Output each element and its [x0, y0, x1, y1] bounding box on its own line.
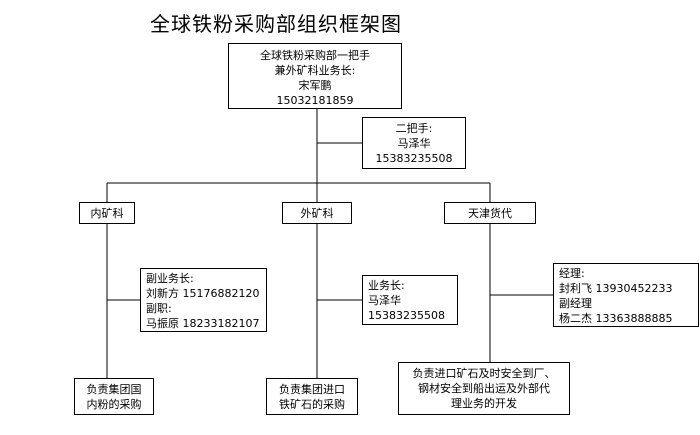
page-title: 全球铁粉采购部组织框架图: [150, 12, 402, 36]
head-line: 兼外矿科业务长:: [274, 64, 356, 77]
duty-line: 负责进口矿石及时安全到厂、: [412, 367, 556, 380]
head-line: 宋军鹏: [298, 79, 332, 92]
head-box: 全球铁粉采购部一把手 兼外矿科业务长: 宋军鹏 15032181859: [228, 43, 402, 109]
staff-line: 杨二杰 13363888885: [559, 312, 673, 325]
staff-box-tianjin: 经理: 封利飞 13930452233 副经理 杨二杰 13363888885: [553, 263, 699, 327]
deputy-line: 二把手:: [395, 122, 433, 135]
duty-line: 负责集团国: [86, 383, 142, 396]
staff-line: 马振原 18233182107: [146, 317, 260, 330]
staff-box-inner-mine: 副业务长: 刘新方 15176882120 副职: 马振原 1823318210…: [140, 268, 267, 332]
branch-name: 内矿科: [90, 207, 124, 220]
duty-box-tianjin: 负责进口矿石及时安全到厂、 钢材安全到船出运及外部代 理业务的开发: [398, 362, 570, 415]
duty-line: 负责集团进口: [279, 383, 345, 396]
staff-line: 封利飞 13930452233: [559, 282, 673, 295]
staff-line: 副经理: [559, 297, 592, 310]
staff-line: 副业务长:: [146, 272, 194, 285]
staff-line: 业务长:: [368, 279, 405, 292]
staff-line: 马泽华: [368, 294, 401, 307]
branch-name: 外矿科: [300, 207, 334, 220]
deputy-box: 二把手: 马泽华 15383235508: [362, 117, 466, 169]
staff-line: 经理:: [559, 267, 585, 280]
head-line: 全球铁粉采购部一把手: [260, 49, 370, 62]
staff-line: 15383235508: [368, 309, 445, 322]
duty-line: 钢材安全到船出运及外部代: [418, 382, 550, 395]
staff-line: 副职:: [146, 302, 172, 315]
duty-box-outer-mine: 负责集团进口 铁矿石的采购: [266, 378, 358, 415]
duty-line: 铁矿石的采购: [279, 398, 345, 411]
branch-box-inner-mine: 内矿科: [79, 202, 135, 224]
branch-name: 天津货代: [468, 207, 512, 220]
staff-box-outer-mine: 业务长: 马泽华 15383235508: [362, 275, 458, 325]
head-line: 15032181859: [276, 94, 354, 107]
staff-line: 刘新方 15176882120: [146, 287, 260, 300]
branch-box-outer-mine: 外矿科: [282, 202, 352, 224]
branch-box-tianjin: 天津货代: [444, 202, 536, 224]
duty-box-inner-mine: 负责集团国 内粉的采购: [74, 378, 154, 415]
duty-line: 理业务的开发: [451, 397, 517, 410]
duty-line: 内粉的采购: [86, 398, 142, 411]
deputy-line: 15383235508: [375, 152, 453, 165]
deputy-line: 马泽华: [397, 137, 431, 150]
